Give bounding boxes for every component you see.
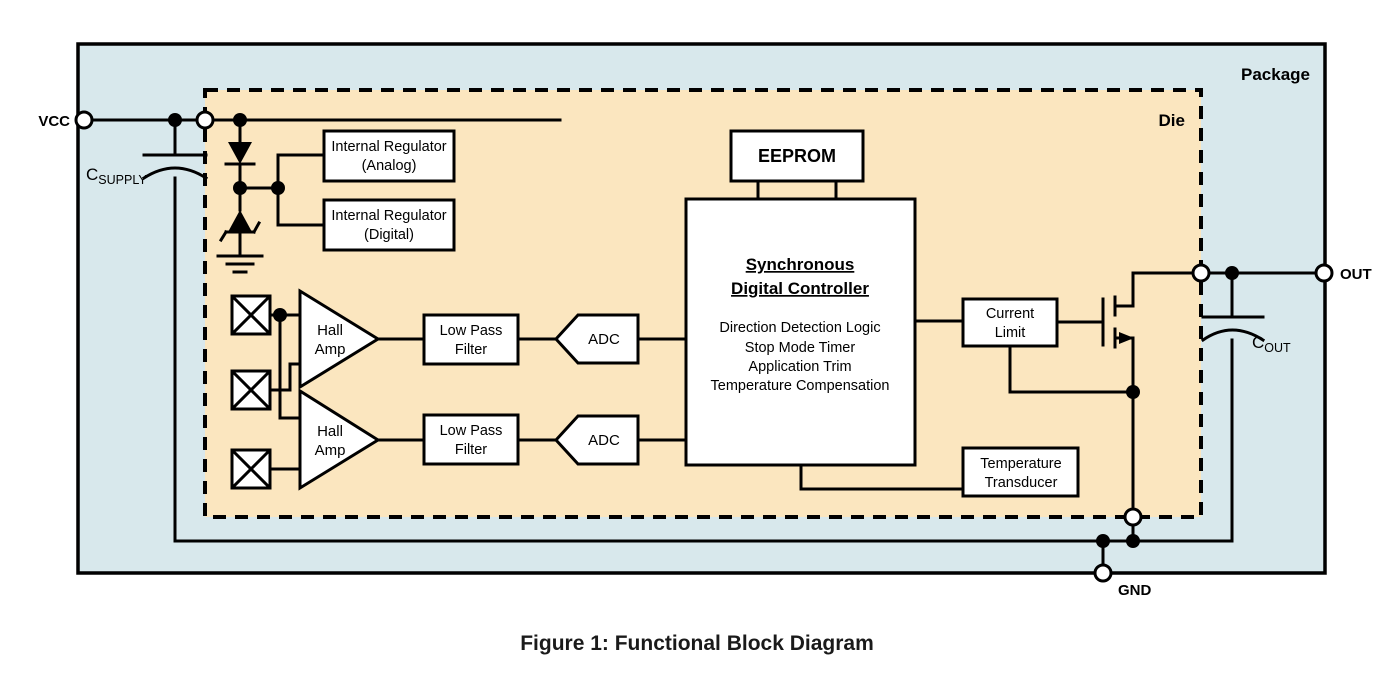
figure-caption: Figure 1: Functional Block Diagram [520,632,874,655]
hall-plate-3 [230,448,272,490]
digital-controller-block: Synchronous Digital Controller Direction… [684,197,917,467]
gnd-pin [1093,563,1113,583]
eeprom-block: EEPROM [729,129,865,183]
supply-capacitor: CSUPPLY [86,118,209,543]
internal-regulator-digital-line2: (Digital) [364,227,414,243]
current-limit-sense-wire [1008,344,1135,394]
hall-plate-2 [230,369,272,411]
vcc-die-pad [195,110,215,130]
hall-amp-2-block: Hall Amp [298,388,381,491]
output-capacitor-label: COUT [1252,333,1291,355]
low-pass-filter-2-block: Low Pass Filter [422,413,520,466]
out-die-pad [1191,263,1211,283]
controller-title-line2: Digital Controller [731,279,869,298]
out-pin [1314,263,1334,283]
n-channel-mosfet [1055,271,1135,543]
controller-to-temp-transducer-wire [799,463,965,491]
regulator-digital-feed-wire [276,186,326,227]
temperature-transducer-block: Temperature Transducer [961,446,1080,498]
gnd-source-junction [1126,534,1140,548]
adc-2-label: ADC [588,432,620,449]
current-limit-block: Current Limit [961,297,1059,348]
internal-regulator-analog-line1: Internal Regulator [331,139,446,155]
adc-1-block: ADC [553,313,640,365]
hall1-to-amp2-wire [278,313,302,420]
package-label: Package [1241,65,1310,84]
zener-diode [218,186,262,257]
temperature-transducer-line1: Temperature [980,456,1061,472]
out-pin-label: OUT [1340,266,1372,283]
low-pass-filter-1-line2: Filter [455,342,487,358]
hall-plate-1 [230,294,272,336]
low-pass-filter-1-line1: Low Pass [440,323,503,339]
internal-regulator-analog-block: Internal Regulator (Analog) [322,129,456,183]
temperature-transducer-line2: Transducer [985,475,1058,491]
controller-title-line1: Synchronous [746,255,855,274]
vcc-pin-label: VCC [38,113,70,130]
hall-amp-2-line1: Hall [317,423,343,440]
hall-amp-2-line2: Amp [315,442,346,459]
controller-feature-1: Stop Mode Timer [745,340,856,356]
hall-amp-1-block: Hall Amp [298,288,381,390]
vcc-pin [74,110,94,130]
internal-regulator-digital-line1: Internal Regulator [331,208,446,224]
current-limit-line1: Current [986,306,1034,322]
eeprom-label: EEPROM [758,146,836,166]
hall-amp-1-line1: Hall [317,322,343,339]
low-pass-filter-2-line2: Filter [455,442,487,458]
internal-regulator-digital-block: Internal Regulator (Digital) [322,198,456,252]
source-sense-junction [1126,385,1140,399]
low-pass-filter-1-block: Low Pass Filter [422,313,520,366]
adc-1-label: ADC [588,331,620,348]
controller-feature-3: Temperature Compensation [711,378,890,394]
output-capacitor: COUT [1200,271,1291,543]
gnd-die-pad [1123,507,1143,527]
regulator-analog-feed-wire [276,153,326,190]
supply-capacitor-label: CSUPPLY [86,165,147,187]
internal-regulator-analog-line2: (Analog) [362,158,417,174]
low-pass-filter-2-line1: Low Pass [440,423,503,439]
die-label: Die [1159,111,1185,130]
hall-amp-1-line2: Amp [315,341,346,358]
controller-feature-2: Application Trim [748,359,851,375]
current-limit-line2: Limit [995,325,1026,341]
controller-feature-0: Direction Detection Logic [719,320,880,336]
ground-symbol [216,254,264,274]
gnd-pin-label: GND [1118,582,1152,599]
